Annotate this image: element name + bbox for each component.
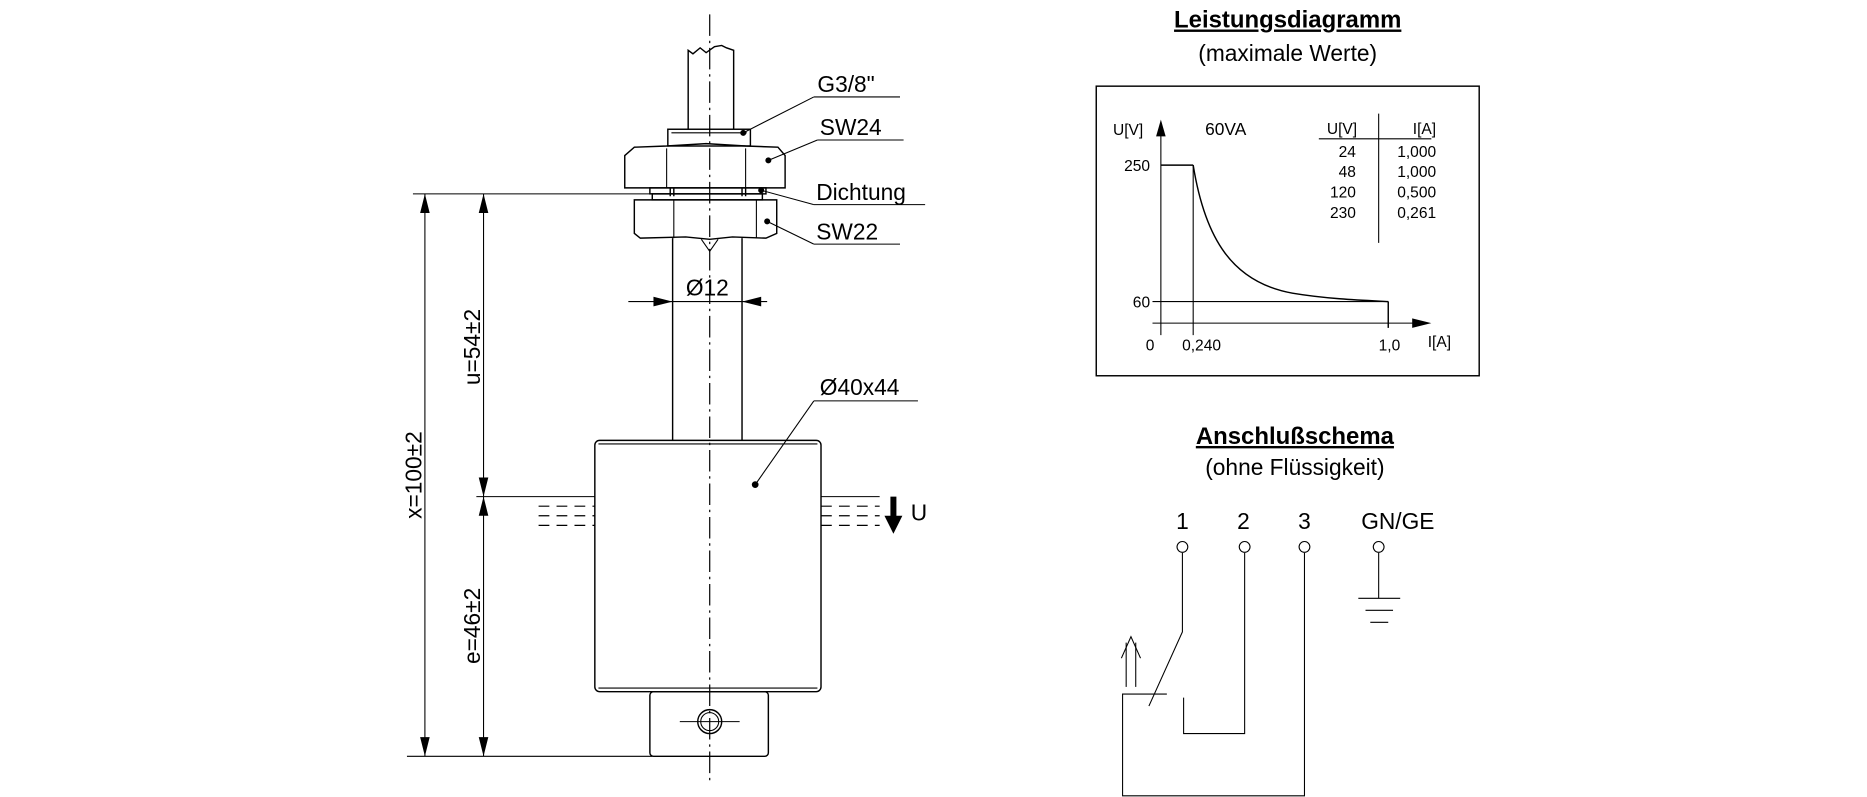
seal-label: Dichtung bbox=[816, 179, 906, 205]
float-switch-drawing: Ø12 x=100±2 u=54±2 e=46±2 bbox=[400, 14, 927, 781]
x-tick-label: 0 bbox=[1146, 338, 1155, 355]
dimension-u-label: u=54±2 bbox=[459, 309, 485, 385]
arrow-down-icon bbox=[884, 496, 903, 534]
callout-seal: Dichtung bbox=[758, 179, 926, 206]
float-direction-arrow-icon bbox=[1120, 635, 1142, 687]
liquid-level: U bbox=[476, 496, 927, 534]
table-cell: 1,000 bbox=[1397, 144, 1436, 161]
terminal-ground bbox=[1372, 540, 1385, 553]
nut-sw24 bbox=[624, 142, 786, 189]
terminal-label: 2 bbox=[1237, 508, 1250, 534]
power-diagram-title: Leistungsdiagramm bbox=[1174, 7, 1401, 34]
stop-collar bbox=[649, 690, 770, 758]
table-cell: 1,000 bbox=[1397, 164, 1436, 181]
cable bbox=[687, 44, 735, 130]
x-axis-label: I[A] bbox=[1428, 334, 1451, 351]
power-diagram-subtitle: (maximale Werte) bbox=[1198, 40, 1377, 66]
wiring-title: Anschlußschema bbox=[1196, 423, 1395, 450]
nut-top-label: SW24 bbox=[820, 114, 882, 140]
level-arrow-label: U bbox=[911, 500, 927, 526]
y-tick-label: 60 bbox=[1133, 295, 1151, 312]
table-cell: 48 bbox=[1339, 164, 1356, 181]
power-curve bbox=[1192, 165, 1389, 303]
switch-contact bbox=[1148, 552, 1183, 707]
y-axis-label: U[V] bbox=[1113, 122, 1143, 139]
power-label: 60VA bbox=[1205, 119, 1247, 139]
wiring-schematic: Anschlußschema (ohne Flüssigkeit) 1 2 3 … bbox=[1120, 423, 1434, 797]
callout-sw24: SW24 bbox=[765, 114, 904, 164]
diagram-frame bbox=[1095, 85, 1480, 377]
wire-3 bbox=[1122, 552, 1306, 797]
float-size-label: Ø40x44 bbox=[820, 374, 900, 400]
ground-icon bbox=[1358, 552, 1401, 623]
terminal-1 bbox=[1176, 540, 1189, 553]
stem-diameter-dimension: Ø12 bbox=[628, 275, 768, 307]
terminal-label: GN/GE bbox=[1361, 508, 1434, 534]
terminal-label: 1 bbox=[1176, 508, 1189, 534]
dimension-e: e=46±2 bbox=[459, 496, 489, 757]
x-tick-label: 1,0 bbox=[1379, 338, 1401, 355]
dimension-u: u=54±2 bbox=[459, 193, 489, 497]
x-tick-label: 0,240 bbox=[1182, 338, 1221, 355]
table-cell: 120 bbox=[1330, 184, 1356, 201]
thread-label: G3/8" bbox=[817, 71, 874, 97]
callout-float: Ø40x44 bbox=[751, 374, 918, 489]
dimension-e-label: e=46±2 bbox=[459, 588, 485, 664]
values-table: U[V] I[A] 24 1,000 48 1,000 120 0,500 23… bbox=[1318, 113, 1436, 243]
table-header: I[A] bbox=[1413, 121, 1436, 138]
y-tick-label: 250 bbox=[1124, 158, 1150, 175]
terminal-label: 3 bbox=[1298, 508, 1311, 534]
table-cell: 0,261 bbox=[1397, 205, 1436, 222]
table-cell: 0,500 bbox=[1397, 184, 1436, 201]
seal bbox=[649, 187, 767, 195]
power-diagram: Leistungsdiagramm (maximale Werte) U[V] … bbox=[1095, 7, 1480, 377]
nut-bottom-label: SW22 bbox=[816, 218, 878, 244]
float-body bbox=[594, 439, 822, 693]
terminal-3 bbox=[1298, 540, 1311, 553]
wire-2 bbox=[1183, 552, 1246, 735]
callout-sw22: SW22 bbox=[764, 218, 900, 245]
callout-thread: G3/8" bbox=[740, 71, 900, 136]
table-cell: 24 bbox=[1339, 144, 1357, 161]
table-header: U[V] bbox=[1327, 121, 1357, 138]
nut-sw22 bbox=[633, 199, 778, 241]
dimension-x: x=100±2 bbox=[400, 193, 430, 757]
dimension-x-label: x=100±2 bbox=[400, 431, 426, 519]
thread bbox=[667, 128, 752, 147]
table-cell: 230 bbox=[1330, 205, 1356, 222]
wiring-subtitle: (ohne Flüssigkeit) bbox=[1205, 454, 1384, 480]
terminal-2 bbox=[1238, 540, 1251, 553]
stem-diameter-label: Ø12 bbox=[686, 275, 729, 301]
